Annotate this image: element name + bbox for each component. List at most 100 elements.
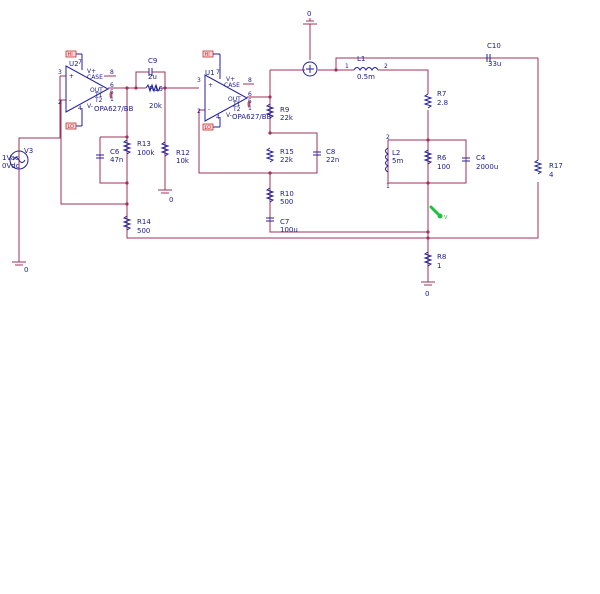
capacitor-c4[interactable]: C4 2000u	[462, 154, 498, 171]
u2-t1: T1	[94, 92, 103, 99]
u1-pin-case: 8	[248, 77, 252, 84]
r16-value: 20k	[149, 102, 163, 110]
u2-ref: U2	[69, 60, 79, 68]
resistor-r15[interactable]: R15 22k	[265, 147, 294, 164]
u2-lo-flag: LO	[68, 124, 75, 130]
c10-ref: C10	[487, 42, 501, 50]
c8-ref: C8	[326, 148, 335, 156]
capacitor-c6[interactable]: C6 47n	[96, 148, 123, 164]
l2-pin1: 2	[386, 134, 390, 141]
c9-ref: C9	[148, 57, 157, 65]
c6-value: 47n	[110, 156, 123, 164]
capacitor-c7[interactable]: C7 100u	[266, 217, 298, 234]
c10-value: 33u	[488, 60, 501, 68]
u1-pin-top: 7	[216, 69, 220, 76]
u1-ref: U1	[205, 69, 215, 77]
resistor-r16[interactable]: R16 20k	[145, 83, 163, 110]
svg-text:+: +	[208, 82, 213, 89]
u2-pin-out: 6	[110, 82, 114, 89]
r15-value: 22k	[280, 156, 294, 164]
c8-value: 22n	[326, 156, 339, 164]
u1-vminus: V-	[226, 112, 232, 119]
u2-vplus: V+	[87, 68, 96, 75]
opamp-u1[interactable]: HI LO U1 3 2 7 4 + - V+ CASE OUT T1 T2 V…	[197, 50, 272, 131]
inductor-l1[interactable]: L1 0.5m 1 2	[345, 55, 388, 81]
r6-ref: R6	[437, 154, 447, 162]
resistor-r14[interactable]: R14 500	[122, 215, 151, 235]
l2-pin2: 1	[386, 183, 390, 190]
ground-label: 0	[425, 290, 429, 298]
svg-text:-: -	[208, 106, 210, 113]
u1-out: OUT	[228, 96, 241, 103]
u2-pin-case: 8	[110, 69, 114, 76]
l2-ref: L2	[392, 149, 400, 157]
u1-t1: T1	[232, 101, 241, 108]
resistor-r6[interactable]: R6 100	[423, 149, 450, 171]
v3-dc-label: 0Vdc	[2, 162, 20, 170]
resistor-r17[interactable]: R17 4	[533, 159, 563, 179]
r9-value: 22k	[280, 114, 294, 122]
source-v3[interactable]: 1Vac 0Vdc V3	[2, 76, 61, 258]
ground-v3: 0	[12, 258, 28, 274]
capacitor-c10[interactable]: C10 33u	[486, 42, 501, 68]
ground-r12: 0	[158, 185, 173, 204]
l1-pin2: 2	[384, 63, 388, 70]
r7-ref: R7	[437, 90, 446, 98]
wires	[18, 24, 539, 282]
r17-ref: R17	[549, 162, 563, 170]
u2-out: OUT	[90, 87, 103, 94]
u2-pin-bot: 4	[78, 105, 82, 112]
r12-value: 10k	[176, 157, 190, 165]
capacitor-c8[interactable]: C8 22n	[313, 148, 339, 164]
resistor-r9[interactable]: R9 22k	[265, 103, 294, 122]
u2-t2: T2	[94, 97, 103, 104]
r12-ref: R12	[176, 149, 190, 157]
ground-label: 0	[24, 266, 28, 274]
junctions	[125, 68, 430, 240]
u2-vminus: V-	[87, 103, 93, 110]
r17-value: 4	[549, 171, 554, 179]
inductor-l2[interactable]: L2 5m 2 1	[385, 134, 404, 190]
c6-ref: C6	[110, 148, 120, 156]
svg-text:-: -	[69, 97, 71, 104]
u1-case: CASE	[224, 82, 240, 89]
voltage-probe-marker[interactable]: V	[429, 205, 448, 221]
r10-value: 500	[280, 198, 293, 206]
summing-junction	[302, 61, 318, 77]
resistor-r12[interactable]: R12 10k	[160, 141, 190, 165]
u1-t2: T2	[232, 106, 241, 113]
r8-ref: R8	[437, 253, 446, 261]
ground-symbols: 0 0 0 0	[12, 10, 435, 298]
u2-pin-minus: 2	[58, 99, 62, 106]
v3-ac-label: 1Vac	[2, 154, 19, 162]
resistor-r8[interactable]: R8 1	[423, 251, 446, 270]
u2-case: CASE	[87, 74, 103, 81]
u2-pin-plus: 3	[58, 69, 62, 76]
c4-value: 2000u	[476, 163, 498, 171]
u2-hi-flag: HI	[68, 52, 73, 58]
c7-ref: C7	[280, 218, 289, 226]
v3-ref: V3	[24, 147, 33, 155]
r16-ref: R16	[149, 85, 163, 93]
l1-value: 0.5m	[357, 73, 375, 81]
r7-value: 2.8	[437, 99, 448, 107]
ground-label: 0	[307, 10, 311, 18]
resistor-r13[interactable]: R13 100k	[122, 139, 155, 157]
l1-pin1: 1	[345, 63, 349, 70]
l1-ref: L1	[357, 55, 365, 63]
u1-vplus: V+	[226, 76, 235, 83]
u1-lo-flag: LO	[205, 125, 212, 131]
capacitor-c9[interactable]: C9 2u	[146, 57, 157, 81]
u1-pin-minus: 2	[197, 108, 201, 115]
u1-pin-bot: 4	[216, 114, 220, 121]
opamp-u2[interactable]: HI LO U2 3 2 7 4 + - V+ CASE OUT T1 T2 V…	[58, 50, 134, 130]
c7-value: 100u	[280, 226, 298, 234]
resistor-r10[interactable]: R10 500	[265, 187, 294, 206]
c9-value: 2u	[148, 73, 157, 81]
l2-value: 5m	[392, 157, 403, 165]
u1-pin-out: 6	[248, 91, 252, 98]
c4-ref: C4	[476, 154, 486, 162]
resistor-r7[interactable]: R7 2.8	[423, 90, 448, 109]
r15-ref: R15	[280, 148, 294, 156]
